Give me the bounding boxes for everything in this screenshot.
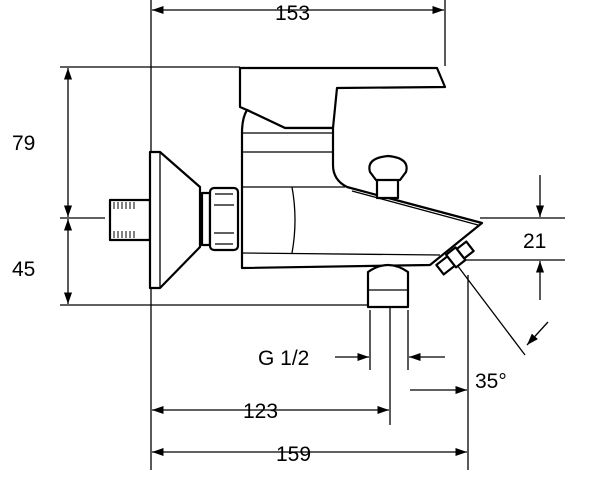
dimension-label-153: 153 (275, 2, 310, 25)
hex-nut (208, 186, 240, 252)
dimension-label-thread: G 1/2 (258, 347, 309, 370)
dimension-label-45: 45 (12, 258, 35, 281)
mixer-body (240, 108, 484, 270)
faucet (108, 66, 484, 309)
lever-handle (238, 66, 447, 130)
dimension-label-159: 159 (276, 443, 311, 466)
dimension-label-123: 123 (243, 400, 278, 423)
outlet-connection (366, 263, 410, 309)
aerator (435, 240, 475, 276)
dimension-lines (63, 5, 549, 457)
dimension-label-79: 79 (12, 132, 35, 155)
dimension-label-21: 21 (523, 230, 546, 253)
ring (200, 191, 212, 247)
diverter-knob (368, 154, 408, 182)
dimension-label-angle: 35° (475, 370, 507, 393)
thread-hatching (113, 202, 135, 238)
escutcheon (148, 150, 202, 290)
